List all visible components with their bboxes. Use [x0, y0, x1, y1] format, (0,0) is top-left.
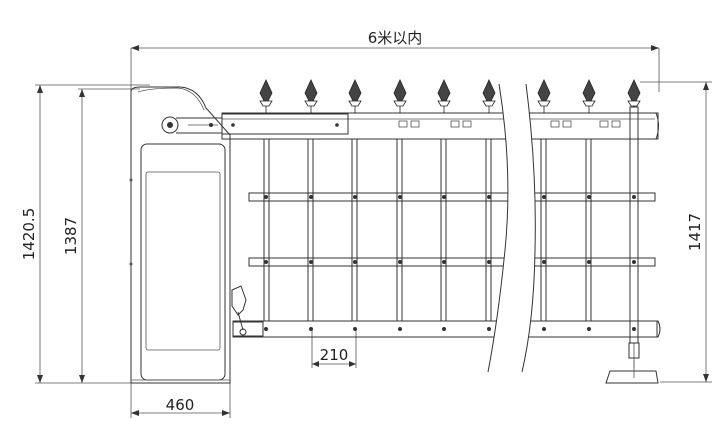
cabinet-width-label: 460 — [166, 396, 195, 414]
pivot-hub — [161, 116, 179, 134]
bar-spacing-dimension: 210 — [311, 330, 357, 368]
bar-spacing-label: 210 — [320, 346, 349, 364]
gate-height-dimension: 1417 — [640, 81, 712, 383]
support-post — [629, 106, 639, 344]
top-rail — [221, 112, 659, 140]
span-dimension: 6米以内 — [130, 29, 660, 92]
cabinet-panel — [145, 171, 221, 351]
gate-height-label: 1417 — [686, 213, 704, 251]
gate-frame — [221, 106, 661, 384]
gate-cabinet — [129, 86, 247, 384]
length-break — [487, 83, 536, 373]
cabinet-width-dimension: 460 — [130, 383, 231, 418]
span-label: 6米以内 — [368, 29, 423, 47]
spear-tips — [259, 79, 641, 113]
support-foot — [605, 370, 659, 384]
cabinet-height-dimension: 1387 — [62, 88, 140, 383]
cabinet-height-label: 1387 — [62, 217, 80, 255]
vertical-bars — [263, 120, 636, 331]
total-height-label: 1420.5 — [20, 208, 38, 261]
middle-rail-upper — [248, 192, 656, 202]
total-height-dimension: 1420.5 — [20, 84, 150, 384]
middle-rail-lower — [248, 257, 656, 267]
cabinet-door — [140, 143, 226, 381]
